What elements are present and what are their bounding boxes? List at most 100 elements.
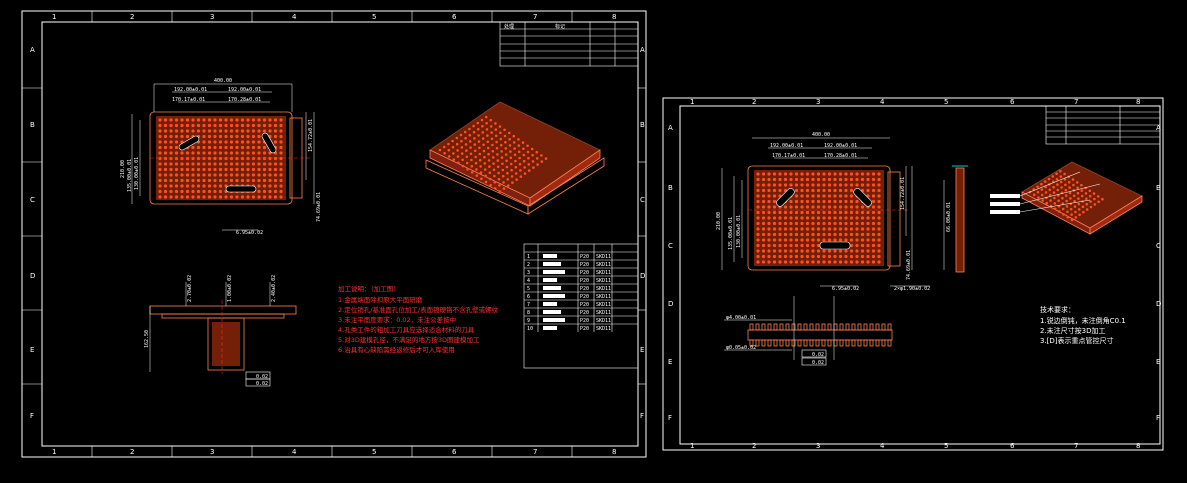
- pin-hole: [185, 134, 190, 139]
- pin-hole: [185, 129, 190, 133]
- bom-cell: 2: [527, 262, 530, 268]
- iso-pin: [476, 121, 480, 125]
- pin-hole: [251, 162, 256, 166]
- pin-hole: [822, 254, 826, 259]
- pin-hole: [860, 249, 865, 253]
- pin-hole: [855, 172, 859, 176]
- pin-hole: [207, 162, 212, 166]
- bom-redacted-cell: [543, 318, 565, 322]
- pin-hole: [855, 249, 859, 253]
- pin-hole: [273, 167, 278, 172]
- pin-hole: [246, 162, 250, 166]
- pin-hole: [844, 172, 848, 176]
- pin-hole: [838, 188, 843, 193]
- pin-hole: [202, 118, 206, 122]
- pin-hole: [794, 260, 799, 264]
- pin-hole: [866, 254, 870, 259]
- pin-hole: [849, 249, 854, 253]
- section-dim-2: φ0.05±0.02: [726, 345, 756, 351]
- pin-hole: [246, 129, 250, 133]
- pin-hole: [783, 177, 788, 182]
- pin-hole: [240, 156, 245, 161]
- section-tooth: [839, 323, 844, 331]
- bom-cell: 1: [527, 254, 530, 260]
- right-row-label: D: [668, 300, 673, 308]
- pin-hole: [871, 172, 876, 176]
- iso-pin: [526, 144, 529, 148]
- pin-hole: [169, 156, 173, 161]
- left-col-label: 2: [130, 448, 134, 456]
- pin-hole: [158, 140, 162, 144]
- dim-overall-width: 400.00: [214, 78, 232, 84]
- dim-right-1: 154.72±0.01: [308, 119, 314, 152]
- pin-hole: [805, 188, 810, 193]
- right-col-label: 3: [816, 98, 820, 106]
- pin-hole: [158, 129, 162, 133]
- pin-hole: [822, 210, 826, 215]
- section-tooth: [791, 339, 796, 347]
- pin-hole: [235, 178, 239, 183]
- pin-hole: [816, 238, 821, 242]
- pin-hole: [180, 118, 184, 122]
- pin-hole: [224, 140, 228, 144]
- iso-pin: [1080, 189, 1084, 192]
- pin-hole: [827, 172, 832, 176]
- pin-hole: [761, 260, 766, 264]
- pin-hole: [268, 173, 272, 177]
- pin-hole: [251, 134, 256, 139]
- iso-pin: [501, 168, 505, 172]
- pin-hole: [855, 238, 859, 242]
- iso-pin: [500, 150, 503, 153]
- left-col-label: 3: [210, 448, 214, 456]
- section-dim-1: φ4.00±0.01: [726, 315, 756, 321]
- section-tooth: [833, 323, 838, 331]
- pin-hole: [191, 189, 195, 194]
- pin-hole: [849, 172, 854, 176]
- iso-pin: [515, 178, 518, 181]
- iso-pin: [506, 171, 509, 175]
- iso-pin: [468, 127, 471, 131]
- pin-hole: [224, 123, 228, 128]
- pin-hole: [191, 151, 195, 155]
- pin-hole: [756, 194, 760, 198]
- bom-redacted-cell: [543, 278, 557, 282]
- pin-hole: [877, 194, 881, 198]
- iso-pin: [499, 137, 503, 141]
- pin-hole: [860, 205, 865, 209]
- iso-pin: [461, 164, 465, 168]
- pin-hole: [849, 205, 854, 209]
- pin-hole: [169, 145, 173, 150]
- pin-hole: [196, 123, 201, 128]
- slot-hole: [853, 188, 872, 207]
- pin-hole: [767, 205, 771, 209]
- iso-pin: [457, 161, 460, 165]
- pin-hole: [207, 167, 212, 172]
- iso-pin: [517, 138, 520, 141]
- pin-hole: [838, 260, 843, 264]
- iso-pin: [486, 146, 490, 150]
- pin-hole: [229, 123, 234, 128]
- pin-hole: [761, 183, 766, 187]
- pin-hole: [816, 188, 821, 193]
- pin-hole: [756, 227, 760, 231]
- pin-hole: [866, 172, 870, 176]
- pin-hole: [169, 140, 173, 144]
- side-dim-2: 1.00±0.02: [227, 275, 233, 302]
- iso-pin: [514, 172, 518, 175]
- section-tooth: [809, 339, 814, 347]
- pin-hole: [822, 221, 826, 226]
- iso-pin: [535, 150, 539, 154]
- pin-hole: [783, 254, 788, 259]
- iso-pin: [527, 169, 531, 172]
- iso-pin: [488, 165, 491, 168]
- pin-hole: [827, 183, 832, 187]
- pin-hole: [778, 243, 782, 248]
- iso-pin: [532, 166, 535, 169]
- pin-hole: [833, 194, 837, 198]
- pin-hole: [756, 216, 760, 220]
- pin-hole: [811, 216, 815, 220]
- right-col-label: 2: [752, 442, 756, 450]
- pin-hole: [262, 167, 267, 172]
- pin-hole: [767, 260, 771, 264]
- pin-hole: [207, 123, 212, 128]
